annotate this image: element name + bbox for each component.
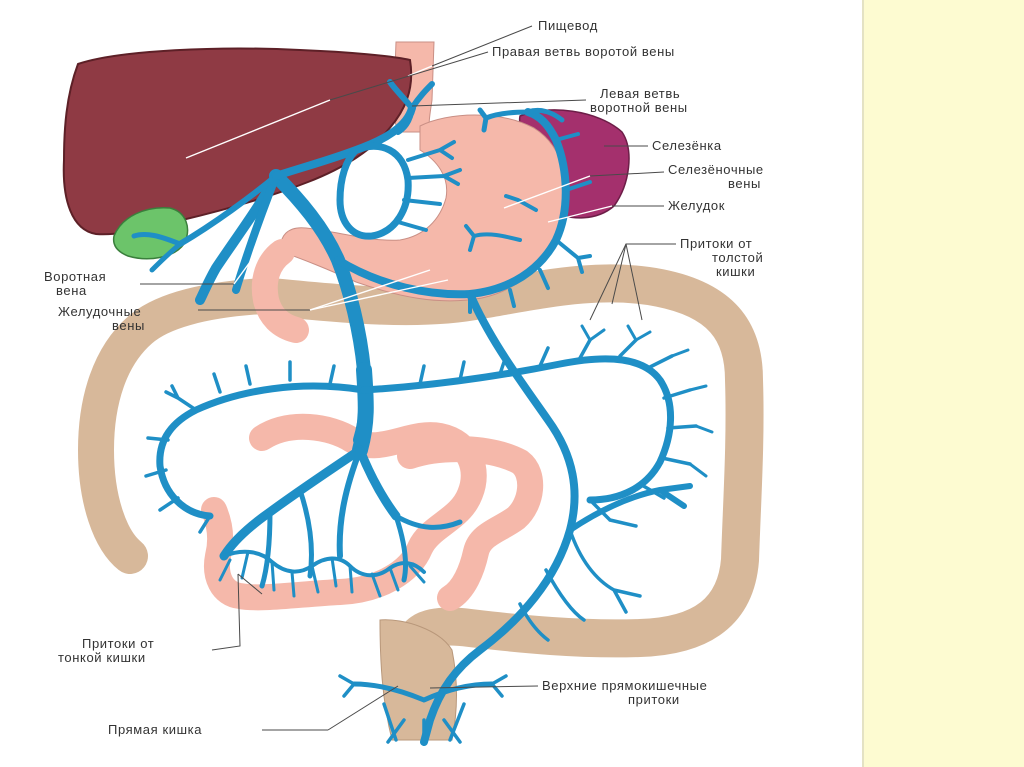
stomach xyxy=(280,114,567,302)
label-esophagus: Пищевод xyxy=(538,18,598,33)
label-small-intestine-tributaries-line2: тонкой кишки xyxy=(58,650,146,665)
label-splenic-veins-line1: Селезёночные xyxy=(668,162,764,177)
label-gastric-veins-line2: вены xyxy=(112,318,145,333)
label-rectum: Прямая кишка xyxy=(108,722,202,737)
small-intestine xyxy=(201,413,544,611)
label-spleen: Селезёнка xyxy=(652,138,722,153)
label-small-intestine-tributaries-line1: Притоки от xyxy=(82,636,154,651)
label-colon-tributaries-line2: толстой xyxy=(712,250,763,265)
ascending-colon xyxy=(78,278,280,574)
label-leaders xyxy=(140,25,676,731)
label-colon-tributaries-line3: кишки xyxy=(716,264,755,279)
label-splenic-veins-line2: вены xyxy=(728,176,761,191)
label-stomach: Желудок xyxy=(668,198,725,213)
label-rectal-tributaries-line1: Верхние прямокишечные xyxy=(542,678,707,693)
label-left-portal-branch-line1: Левая ветвь xyxy=(600,86,680,101)
colon xyxy=(243,264,764,719)
duodenum xyxy=(251,239,309,343)
side-panel xyxy=(862,0,1024,767)
label-portal-vein-line2: вена xyxy=(56,283,87,298)
liver xyxy=(62,47,413,236)
label-right-portal-branch: Правая ветвь воротой вены xyxy=(492,44,675,59)
label-colon-tributaries-line1: Притоки от xyxy=(680,236,752,251)
label-rectal-tributaries-line2: притоки xyxy=(628,692,680,707)
label-left-portal-branch-line2: воротной вены xyxy=(590,100,688,115)
portal-vein-diagram: Пищевод Правая ветвь воротой вены Левая … xyxy=(44,18,764,746)
labels: Пищевод Правая ветвь воротой вены Левая … xyxy=(44,18,764,737)
label-gastric-veins-line1: Желудочные xyxy=(58,304,141,319)
label-portal-vein-line1: Воротная xyxy=(44,269,106,284)
